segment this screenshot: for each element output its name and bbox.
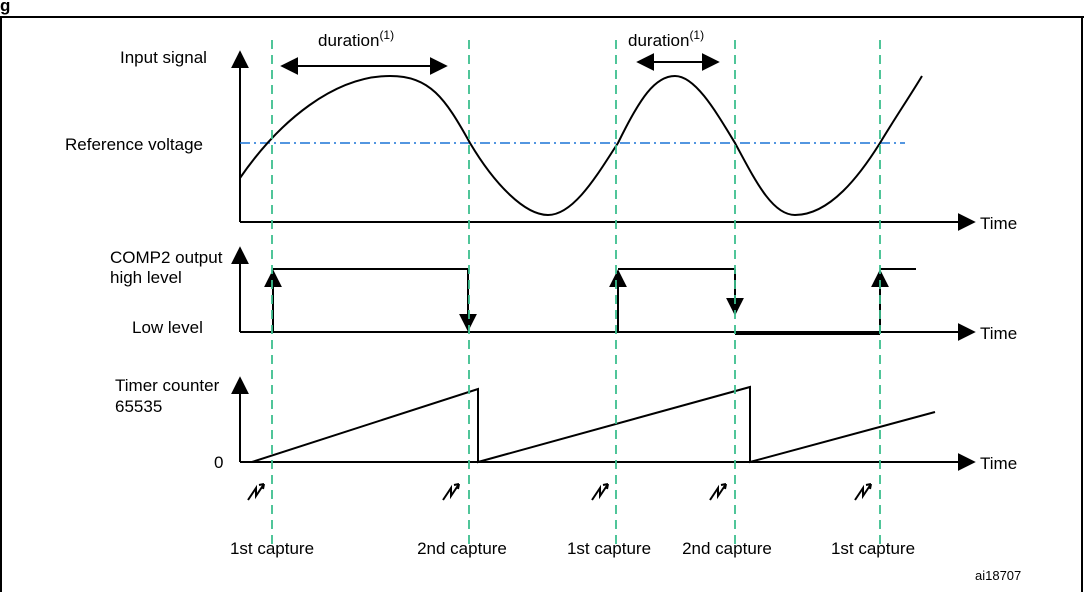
capture-label: 2nd capture bbox=[417, 539, 507, 558]
capture-label: 1st capture bbox=[567, 539, 651, 558]
label-high-level: high level bbox=[110, 268, 182, 287]
timer-sawtooth bbox=[251, 385, 936, 464]
capture-trigger-icon bbox=[709, 483, 727, 501]
label-time-2: Time bbox=[980, 324, 1017, 343]
capture-trigger-icon bbox=[442, 483, 460, 501]
label-timer-counter: Timer counter bbox=[115, 376, 220, 395]
label-timer-max: 65535 bbox=[115, 397, 162, 416]
capture-trigger-icon bbox=[591, 483, 609, 501]
label-reference-voltage: Reference voltage bbox=[65, 135, 203, 154]
capture-label: 2nd capture bbox=[682, 539, 772, 558]
duration-label-2: duration(1) bbox=[628, 28, 704, 50]
label-time-1: Time bbox=[980, 214, 1017, 233]
title-fragment: g bbox=[0, 0, 10, 15]
label-timer-zero: 0 bbox=[214, 453, 223, 472]
figure-id: ai18707 bbox=[975, 568, 1021, 583]
label-comp-output: COMP2 output bbox=[110, 248, 223, 267]
comp-output-waveform bbox=[273, 268, 916, 335]
label-input-signal: Input signal bbox=[120, 48, 207, 67]
label-low-level: Low level bbox=[132, 318, 203, 337]
capture-label: 1st capture bbox=[230, 539, 314, 558]
capture-label: 1st capture bbox=[831, 539, 915, 558]
duration-label-1: duration(1) bbox=[318, 28, 394, 50]
capture-trigger-icon bbox=[247, 483, 265, 501]
capture-trigger-icon bbox=[854, 483, 872, 501]
input-signal-wave bbox=[239, 74, 923, 217]
label-time-3: Time bbox=[980, 454, 1017, 473]
